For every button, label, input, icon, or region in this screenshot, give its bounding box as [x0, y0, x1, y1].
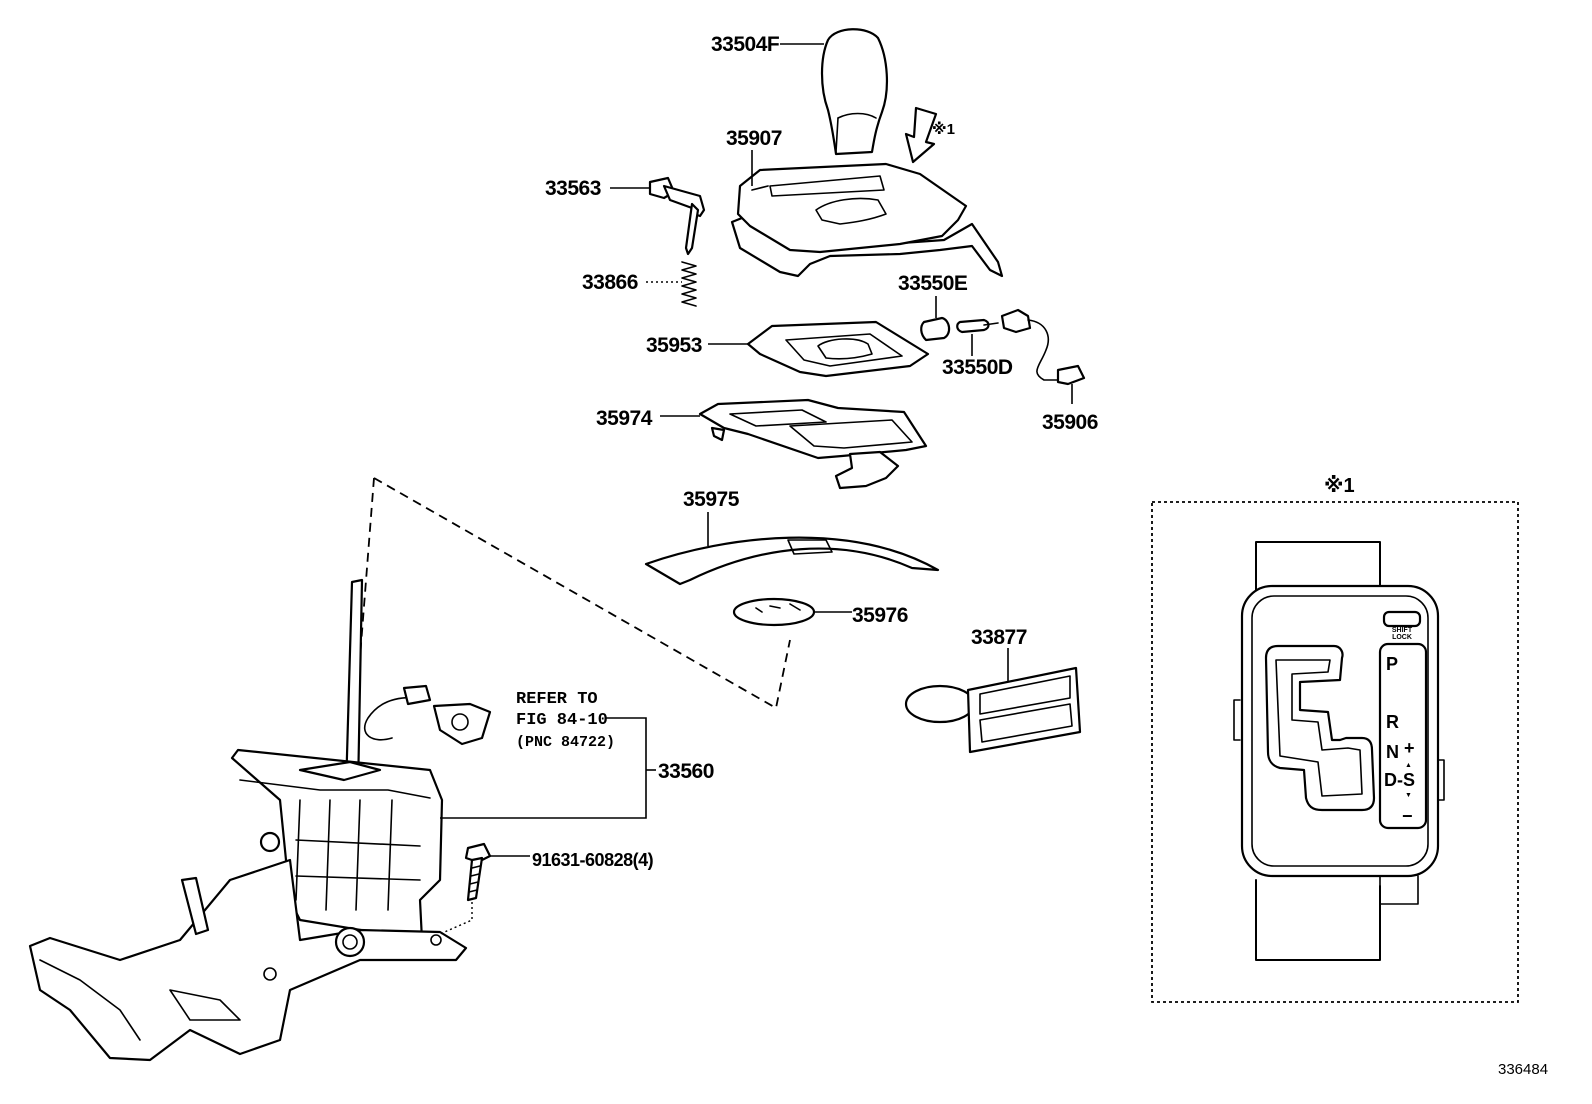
pos-s: S — [1403, 770, 1415, 790]
indicator-base — [698, 398, 928, 490]
figure-id: 336484 — [1498, 1061, 1548, 1078]
label-33550E: 33550E — [898, 272, 968, 295]
label-33550D: 33550D — [942, 356, 1013, 379]
label-35976: 35976 — [852, 604, 908, 627]
label-35953: 35953 — [646, 334, 702, 357]
plus-mark: + — [1404, 738, 1415, 758]
cover-plate — [732, 597, 816, 627]
lock-release-button — [648, 176, 706, 256]
pos-p: P — [1386, 654, 1398, 674]
label-35907: 35907 — [726, 127, 782, 150]
bolt-dotted-line — [439, 902, 473, 935]
detail-marker: ※1 — [1324, 475, 1355, 497]
lamp-wire-harness — [1000, 308, 1086, 386]
bulb-socket — [920, 316, 951, 342]
pos-n: N — [1386, 742, 1399, 762]
minus-mark: − — [1402, 806, 1413, 826]
relation-dashed-line-2 — [351, 477, 375, 761]
refer-line2: FIG 84-10 — [516, 711, 608, 730]
position-plate — [746, 320, 930, 378]
view-arrow: ※1 — [904, 106, 955, 164]
label-33563: 33563 — [545, 177, 601, 200]
up-mark: ▲ — [1405, 762, 1412, 769]
shift-lever-assembly — [28, 578, 492, 1062]
relation-dashed-line — [373, 477, 791, 710]
caution-label — [904, 666, 1082, 754]
leader-33560 — [440, 717, 647, 819]
detail-view-box: ※1 SHIFT LOCK P R N D- S + ▲ ▼ − — [1151, 475, 1519, 1003]
down-mark: ▼ — [1405, 792, 1412, 799]
pos-r: R — [1386, 712, 1399, 732]
spring — [681, 261, 697, 307]
pos-d: D- — [1384, 770, 1403, 790]
shift-lock-line2: LOCK — [1392, 634, 1412, 641]
label-35975: 35975 — [683, 488, 740, 511]
label-91631: 91631-60828(4) — [532, 850, 654, 870]
view-arrow-marker: ※1 — [932, 120, 955, 138]
label-33877: 33877 — [971, 626, 1027, 649]
bulb — [956, 318, 999, 334]
shift-knob — [820, 28, 889, 156]
label-35974: 35974 — [596, 407, 653, 430]
label-35906: 35906 — [1042, 411, 1098, 434]
slide-cover — [644, 536, 940, 586]
label-33560: 33560 — [658, 760, 714, 783]
refer-line1: REFER TO — [516, 690, 598, 709]
shift-lock-line1: SHIFT — [1392, 627, 1413, 634]
bolt — [464, 842, 492, 902]
label-33504F: 33504F — [711, 33, 780, 56]
indicator-housing — [730, 162, 1004, 278]
label-33866: 33866 — [582, 271, 638, 294]
refer-line3: (PNC 84722) — [516, 734, 615, 751]
